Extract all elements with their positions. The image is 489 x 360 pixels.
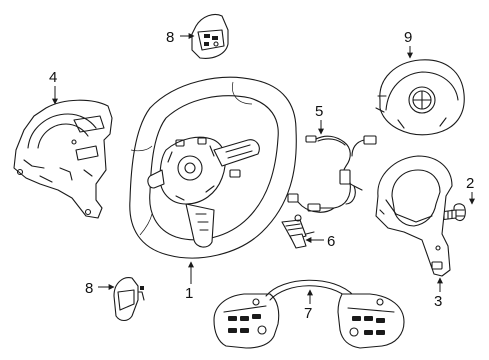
paddle-shifter-bottom-part-8: [113, 277, 145, 322]
steering-wheel-part-1: [129, 76, 297, 259]
callout-8-bottom: 8: [85, 280, 115, 297]
callout-number-4: 4: [49, 69, 57, 86]
callout-9: 9: [404, 29, 413, 59]
rear-shroud-part-4: [13, 99, 113, 219]
callout-number-8-bottom: 8: [85, 280, 93, 297]
callout-7: 7: [304, 289, 313, 322]
callout-6: 6: [305, 233, 335, 250]
callout-number-2: 2: [466, 175, 474, 192]
paddle-shifter-top-part-8: [191, 13, 229, 59]
callout-number-6: 6: [327, 233, 335, 250]
callout-number-7: 7: [304, 305, 312, 322]
callout-1: 1: [185, 261, 194, 302]
switch-panel-part-7: [213, 279, 405, 349]
callout-2: 2: [466, 175, 475, 205]
callout-number-8-top: 8: [166, 29, 174, 46]
connector-part-6: [281, 214, 315, 249]
callout-3: 3: [434, 277, 443, 310]
callout-number-9: 9: [404, 29, 412, 46]
trim-cover-part-3: [375, 155, 453, 277]
wiring-harness-part-5: [287, 135, 377, 213]
callout-number-1: 1: [185, 285, 193, 302]
callout-number-3: 3: [434, 293, 442, 310]
airbag-module-part-9: [375, 59, 465, 136]
callout-8-top: 8: [166, 29, 195, 46]
callout-5: 5: [315, 103, 324, 135]
callout-number-5: 5: [315, 103, 323, 120]
callout-4: 4: [49, 69, 58, 105]
